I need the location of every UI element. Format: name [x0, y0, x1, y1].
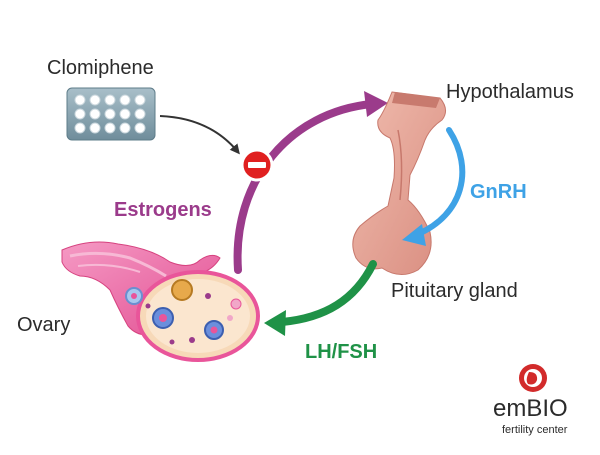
- clomiphene-label: Clomiphene: [47, 57, 154, 79]
- hypothalamus-label: Hypothalamus: [446, 81, 574, 103]
- ovary-label: Ovary: [17, 314, 70, 336]
- logo-tagline: fertility center: [502, 424, 568, 436]
- hypothalamus-pituitary-illustration: [352, 91, 446, 275]
- embio-logo: emBIO fertility center: [493, 364, 568, 436]
- pituitary-label: Pituitary gland: [391, 280, 518, 302]
- gnrh-arrow: [402, 127, 466, 246]
- estrogens-label: Estrogens: [114, 199, 212, 221]
- minus-circle-icon: [240, 148, 274, 182]
- blister-pack-icon: [66, 87, 156, 141]
- clomiphene-arrow: [159, 115, 240, 155]
- lhfsh-arrow: [264, 260, 377, 336]
- lhfsh-label: LH/FSH: [305, 341, 377, 363]
- ovary-illustration: [61, 241, 260, 362]
- gnrh-label: GnRH: [470, 181, 527, 203]
- logo-brand: emBIO: [493, 395, 568, 422]
- estrogen-feedback-arrow: [233, 91, 388, 274]
